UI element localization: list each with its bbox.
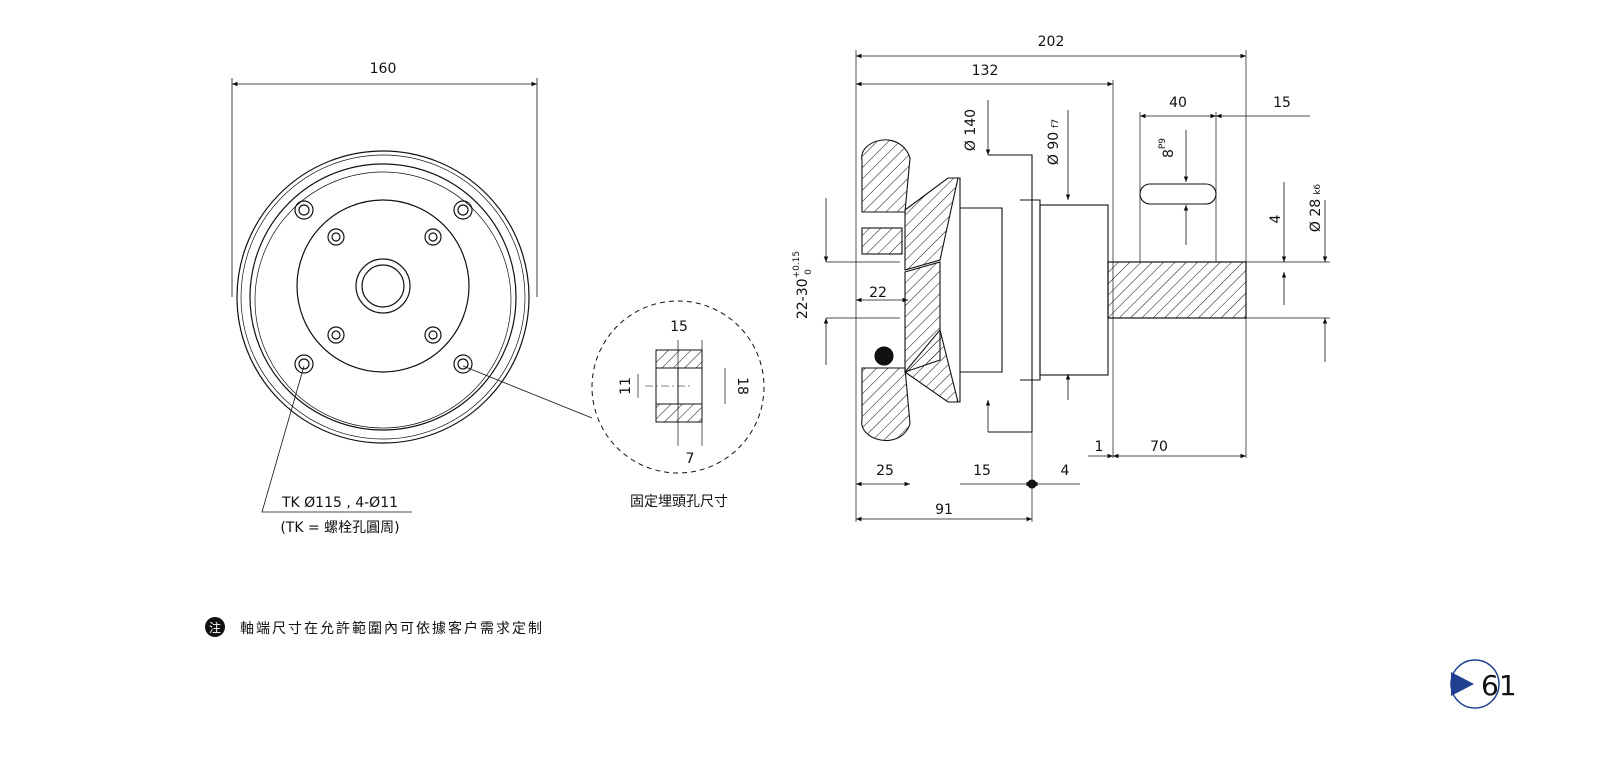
outer-rim-inner (240, 154, 526, 440)
dim-91: 91 (935, 502, 953, 518)
detail-view (591, 300, 765, 474)
dim-40: 40 (1169, 95, 1187, 111)
detail-dim-bottom: 7 (686, 451, 695, 467)
dim-1: 1 (1095, 439, 1104, 455)
dim-202: 202 (1038, 34, 1065, 50)
bolt-circle-definition: (TK = 螺栓孔圓周) (280, 520, 399, 536)
detail-caption: 固定埋頭孔尺寸 (630, 494, 728, 510)
detail-dim-top: 15 (670, 319, 688, 335)
center-bore-outer (355, 258, 411, 314)
center-bore-inner (361, 264, 405, 308)
bolt-holes-outer (294, 200, 473, 374)
side-view (823, 50, 1330, 522)
dim-15-top: 15 (1273, 95, 1291, 111)
dim-4-key: 4 (1268, 214, 1284, 223)
dim-70: 70 (1150, 439, 1168, 455)
bolt-holes-inner (327, 228, 442, 344)
hub-plate (296, 199, 470, 373)
page-number: 61 (1481, 669, 1517, 702)
note-text: 軸端尺寸在允許範圍內可依據客户需求定制 (240, 620, 544, 637)
bolt-circle-note: TK Ø115 , 4-Ø11 (281, 495, 398, 511)
dim-25: 25 (876, 463, 894, 479)
svg-text:Ø 28k6: Ø 28k6 (1308, 184, 1324, 233)
page-number-badge: 61 (1450, 659, 1517, 709)
dim-4-bottom: 4 (1061, 463, 1070, 479)
svg-text:22-30+0.150: 22-30+0.150 (792, 251, 814, 319)
dia-28-label: Ø 28k6 (1308, 184, 1324, 233)
flange-face (249, 163, 517, 431)
dim-15-bottom: 15 (973, 463, 991, 479)
dim-22: 22 (869, 285, 887, 301)
svg-text:8P9: 8P9 (1158, 138, 1177, 158)
note-icon: 注 (205, 617, 225, 637)
dia-90-label: Ø 90f7 (1046, 119, 1062, 165)
dia-140: Ø 140 (963, 109, 979, 151)
dim-160: 160 (370, 61, 397, 77)
svg-text:Ø 90f7: Ø 90f7 (1046, 119, 1062, 165)
svg-text:注: 注 (209, 620, 221, 635)
flange-inner (254, 171, 512, 429)
dim-132: 132 (972, 63, 999, 79)
arrow-right-icon (1451, 672, 1474, 696)
key-width-label: 8P9 (1158, 138, 1177, 158)
outer-rim (236, 150, 530, 444)
detail-dim-right: 18 (734, 377, 750, 395)
detail-dim-left: 11 (618, 377, 634, 395)
front-view (231, 78, 593, 513)
